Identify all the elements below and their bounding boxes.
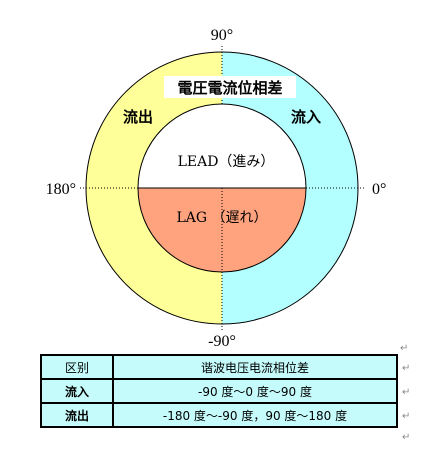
paragraph-mark: ↵: [402, 432, 411, 443]
phase-difference-diagram: 90° -90° 180° 0° 電圧電流位相差 流出 流入 LEAD（進み） …: [46, 27, 387, 350]
inflow-key-cell: 流入: [41, 379, 113, 403]
angle-label-0: 0°: [372, 181, 386, 198]
angle-label-180: 180°: [46, 181, 76, 198]
paragraph-mark: ↵: [402, 363, 411, 374]
header-value-text: 谐波电压电流相位差: [200, 360, 309, 375]
table-header-row: 区别 谐波电压电流相位差: [41, 355, 397, 379]
header-key-text: 区别: [64, 360, 89, 375]
outflow-value-cell: -180 度～-90 度，90 度～180 度: [113, 403, 397, 427]
inflow-value-text: -90 度～0 度～90 度: [198, 384, 312, 399]
title-background: [164, 76, 296, 98]
table-row: 流入 -90 度～0 度～90 度: [41, 379, 397, 403]
lag-label: LAG （遅れ）: [176, 210, 267, 226]
lead-half-circle: [138, 104, 306, 188]
paragraph-mark: ↵: [402, 387, 411, 398]
inflow-value-cell: -90 度～0 度～90 度: [113, 379, 397, 403]
outflow-key-text: 流出: [64, 408, 89, 423]
angle-label-90: 90°: [211, 27, 233, 44]
angle-label-minus-90: -90°: [208, 333, 236, 350]
outflow-key-cell: 流出: [41, 403, 113, 427]
paragraph-mark: ↵: [400, 343, 409, 354]
inflow-label: 流入: [291, 108, 321, 126]
outflow-label: 流出: [123, 108, 153, 126]
header-value-cell: 谐波电压电流相位差: [113, 355, 397, 379]
inflow-key-text: 流入: [64, 384, 89, 399]
outflow-value-text: -180 度～-90 度，90 度～180 度: [162, 408, 348, 423]
header-key-cell: 区别: [41, 355, 113, 379]
phase-difference-table: 区别 谐波电压电流相位差 流入 -90 度～0 度～90 度 流出 -180 度…: [40, 354, 398, 428]
lead-label: LEAD（進み）: [178, 154, 275, 170]
table-row: 流出 -180 度～-90 度，90 度～180 度: [41, 403, 397, 427]
paragraph-mark: ↵: [402, 411, 411, 422]
diagram-title: 電圧電流位相差: [177, 79, 282, 97]
